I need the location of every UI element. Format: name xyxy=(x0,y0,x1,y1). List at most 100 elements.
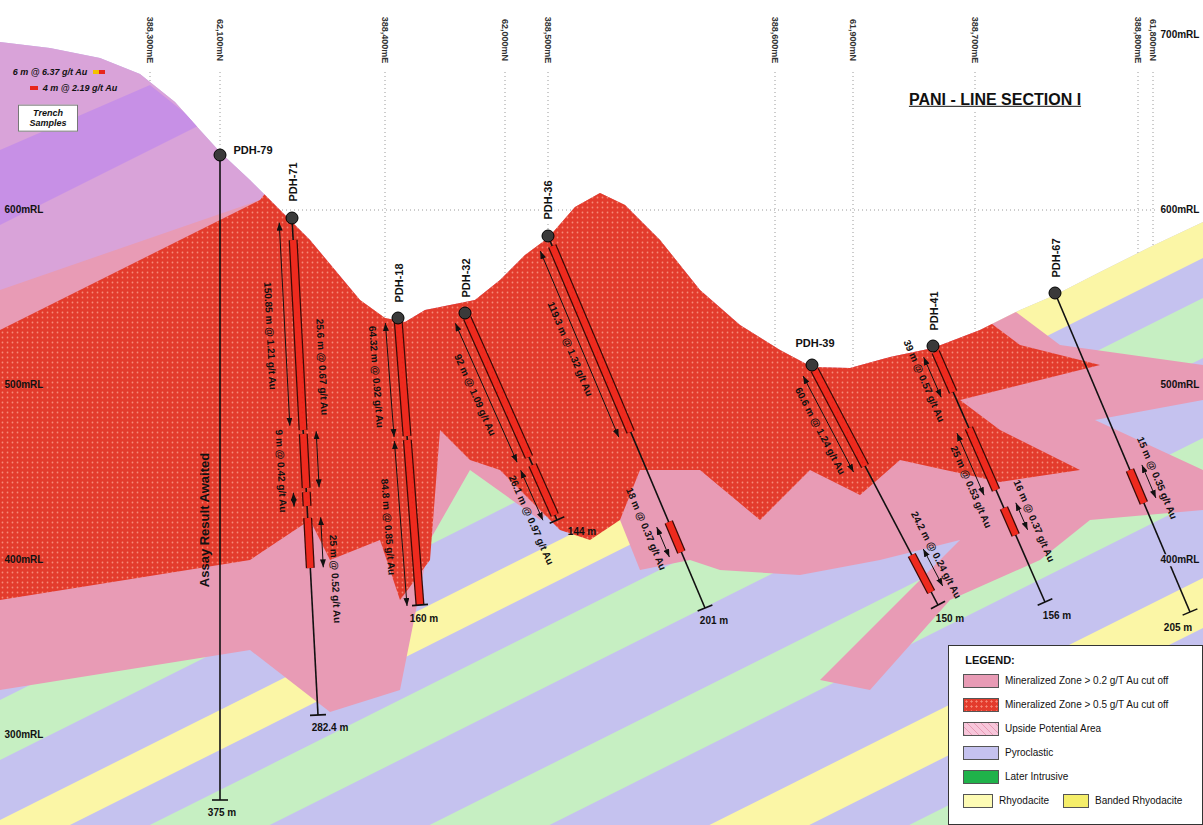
mineralized-interval xyxy=(303,434,306,488)
trench-result: 6 m @ 6.37 g/t Au xyxy=(13,67,87,77)
interval-arrow xyxy=(1016,503,1028,530)
assay-interval: 150.85 m @ 1.21 g/t Au xyxy=(262,282,279,390)
hole-depth: 375 m xyxy=(208,807,236,819)
interval-arrow xyxy=(321,517,324,567)
hole-collar xyxy=(806,359,818,371)
hole-end-tick xyxy=(310,714,326,716)
hole-collar xyxy=(392,312,404,324)
drill-hole xyxy=(292,218,318,715)
assay-interval: 60.6 m @ 1.24 g/t Au xyxy=(792,386,847,477)
hole-collar xyxy=(927,340,939,352)
northing-label: 61,900mN xyxy=(848,19,858,61)
easting-label: 388,600mE xyxy=(770,17,780,64)
interval-arrow xyxy=(293,493,295,507)
legend-swatch xyxy=(963,722,999,736)
trench-mark xyxy=(99,70,105,74)
interval-arrow xyxy=(540,251,619,437)
interval-outline xyxy=(552,246,631,432)
high-grade-zone xyxy=(0,150,1100,600)
mineralized-interval xyxy=(533,465,555,515)
elevation-label: 400mRL xyxy=(5,554,44,566)
mineralized-interval xyxy=(552,246,631,432)
mineralized-interval xyxy=(398,322,407,436)
hole-note: Assay Result Awaited xyxy=(198,453,213,587)
assay-interval: 26.1 m @ 0.97 g/t Au xyxy=(506,473,556,566)
green-band xyxy=(0,0,1203,610)
mineralized-interval xyxy=(1004,508,1016,535)
hole-name: PDH-41 xyxy=(928,289,941,332)
hole-depth: 156 m xyxy=(1043,610,1071,622)
interval-arrow xyxy=(924,357,942,397)
elevation-label: 500mRL xyxy=(5,379,44,391)
elevation-label: 500mRL xyxy=(1161,379,1200,391)
northing-label: 62,100mN xyxy=(215,19,225,61)
hole-name: PDH-32 xyxy=(460,256,473,299)
mineralized-interval xyxy=(407,440,420,605)
interval-arrow xyxy=(385,323,394,437)
elevation-label: 600mRL xyxy=(1161,204,1200,216)
hole-depth: 205 m xyxy=(1164,622,1192,634)
interval-arrow xyxy=(279,223,290,426)
interval-arrow xyxy=(394,441,407,606)
legend-text: Rhyodacite xyxy=(999,795,1049,807)
drill-holes xyxy=(212,149,1197,800)
hole-end-tick xyxy=(931,601,945,608)
easting-label: 388,800mE xyxy=(1133,17,1143,64)
violet-band xyxy=(0,85,200,225)
hole-name: PDH-36 xyxy=(542,178,555,221)
legend-text: Upside Potential Area xyxy=(1005,723,1101,735)
interval-outline xyxy=(669,522,682,552)
hole-name: PDH-18 xyxy=(393,261,406,304)
hole-depth: 201 m xyxy=(700,615,728,627)
elevation-label: 700mRL xyxy=(1161,29,1200,41)
interval-outline xyxy=(1130,470,1144,503)
interval-outline xyxy=(1004,508,1016,535)
hole-depth: 160 m xyxy=(410,613,438,625)
green-band xyxy=(0,678,1203,825)
legend-swatch xyxy=(963,746,999,760)
assay-interval: 92 m @ 1.09 g/t Au xyxy=(452,352,498,437)
assay-interval: 18 m @ 0.37 g/t Au xyxy=(623,486,668,572)
interval-arrows xyxy=(279,223,1156,606)
trench-mark xyxy=(93,70,99,74)
interval-arrow xyxy=(316,431,319,487)
northing-label: 62,000mN xyxy=(500,19,510,61)
hole-name: PDH-39 xyxy=(793,337,836,350)
low-grade-zone xyxy=(0,150,1203,712)
assay-interval: 25.6 m @ 0.67 g/t Au xyxy=(314,318,331,415)
legend-text: Mineralized Zone > 0.2 g/T Au cut off xyxy=(1005,675,1168,687)
interval-arrow xyxy=(1142,465,1156,498)
drill-hole xyxy=(812,365,938,605)
hole-collar xyxy=(1049,287,1061,299)
easting-label: 388,500mE xyxy=(543,17,553,64)
drill-hole xyxy=(1055,293,1190,612)
drill-hole xyxy=(465,313,557,520)
hole-name: PDH-79 xyxy=(231,144,274,157)
elevation-label: 600mRL xyxy=(5,204,44,216)
easting-label: 388,700mE xyxy=(970,17,980,64)
assay-interval: 25 m @ 0.52 g/t Au xyxy=(327,534,343,623)
interval-outline xyxy=(293,240,303,430)
hole-end-tick xyxy=(212,799,228,801)
hole-collar xyxy=(286,212,298,224)
hole-end-tick xyxy=(550,517,565,523)
legend-swatch xyxy=(963,698,999,712)
interval-outline xyxy=(467,318,529,457)
hole-name: PDH-67 xyxy=(1050,236,1063,279)
assay-interval: 25 m @ 0.53 g/t Au xyxy=(948,444,994,530)
hole-depth: 150 m xyxy=(936,613,964,625)
interval-arrow xyxy=(803,376,853,472)
mineralized-interval xyxy=(467,318,529,457)
interval-outline xyxy=(302,492,312,506)
interval-outline xyxy=(308,518,311,568)
mineralized-interval xyxy=(936,352,954,392)
hole-collar xyxy=(214,149,226,161)
interval-outline xyxy=(936,352,954,392)
hole-end-tick xyxy=(1183,609,1198,615)
trench-result: 4 m @ 2.19 g/t Au xyxy=(43,83,117,93)
easting-label: 388,300mE xyxy=(145,17,155,64)
mineralized-interval xyxy=(669,522,682,552)
interval-arrow xyxy=(957,433,984,495)
